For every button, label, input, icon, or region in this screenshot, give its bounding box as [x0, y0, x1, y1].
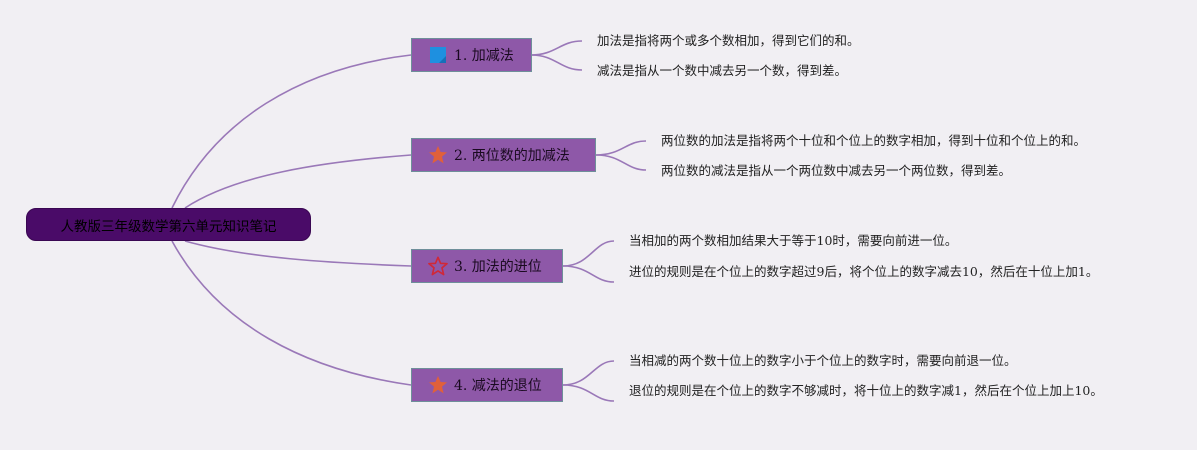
link-root-branch-4 [171, 240, 412, 386]
link-root-branch-3 [184, 240, 412, 267]
branch-1-note-1: 加法是指将两个或多个数相加，得到它们的和。 [597, 33, 860, 48]
link-branch-2-note-2 [595, 154, 647, 171]
link-branch-2-note-1 [595, 140, 647, 156]
link-root-branch-2 [184, 154, 412, 209]
link-branch-1-note-1 [530, 40, 583, 56]
orange-star-icon [428, 145, 448, 165]
branch-3-carry-in-addition[interactable]: 3. 加法的进位 [411, 249, 563, 283]
branch-2-two-digit-add-subtract[interactable]: 2. 两位数的加减法 [411, 138, 596, 172]
branch-2-note-1: 两位数的加法是指将两个十位和个位上的数字相加，得到十位和个位上的和。 [661, 133, 1087, 148]
link-root-branch-1 [171, 54, 412, 209]
link-branch-4-note-1 [562, 360, 615, 386]
branch-1-addition-subtraction[interactable]: 1. 加减法 [411, 38, 532, 72]
root-topic-label: 人教版三年级数学第六单元知识笔记 [60, 218, 277, 235]
branch-3-note-2: 进位的规则是在个位上的数字超过9后，将个位上的数字减去10，然后在十位上加1。 [629, 264, 1099, 279]
link-branch-4-note-2 [562, 384, 615, 402]
red-outline-star-icon [428, 256, 448, 276]
branch-4-label: 4. 减法的退位 [454, 378, 542, 394]
root-topic[interactable]: 人教版三年级数学第六单元知识笔记 [26, 208, 311, 241]
branch-4-note-2: 退位的规则是在个位上的数字不够减时，将十位上的数字减1，然后在个位上加上10。 [629, 383, 1103, 398]
branch-4-borrow-in-subtraction[interactable]: 4. 减法的退位 [411, 368, 563, 402]
orange-star-icon [428, 375, 448, 395]
branch-3-note-1: 当相加的两个数相加结果大于等于10时，需要向前进一位。 [629, 233, 958, 248]
branch-4-note-1: 当相减的两个数十位上的数字小于个位上的数字时，需要向前退一位。 [629, 353, 1017, 368]
branch-2-label: 2. 两位数的加减法 [454, 148, 570, 164]
link-branch-1-note-2 [530, 54, 583, 71]
link-branch-3-note-2 [562, 265, 615, 283]
branch-3-label: 3. 加法的进位 [454, 259, 542, 275]
branch-2-note-2: 两位数的减法是指从一个两位数中减去另一个两位数，得到差。 [661, 163, 1012, 178]
blue-square-icon [428, 45, 448, 65]
link-branch-3-note-1 [562, 240, 615, 267]
branch-1-note-2: 减法是指从一个数中减去另一个数，得到差。 [597, 63, 848, 78]
branch-1-label: 1. 加减法 [454, 48, 514, 64]
